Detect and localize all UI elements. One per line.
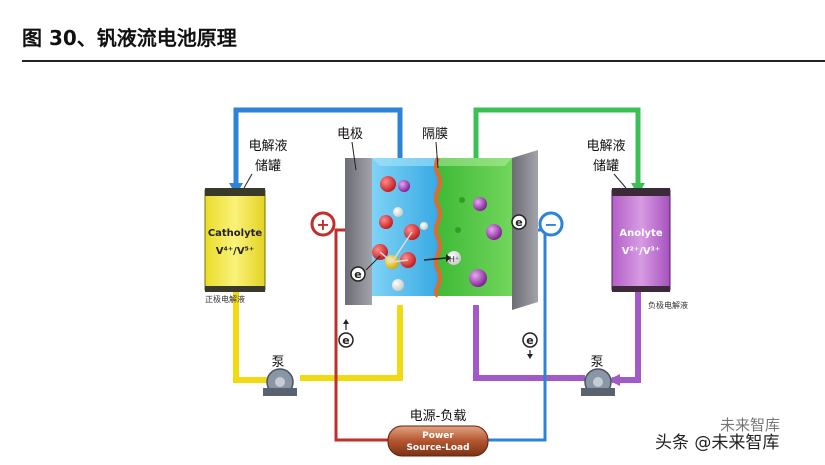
minus-sign: − [544,215,557,234]
right-tank-label-line1: 电解液 [586,139,625,154]
proton-label: H⁺ [449,255,459,264]
pump-left-icon [263,368,297,396]
power-label-line2: Source-Load [406,443,469,453]
watermark: 头条 @未来智库 [655,433,780,453]
catholyte-tank [204,188,266,292]
pump-right-icon [581,368,615,396]
positive-electrolyte-label: 正极电解液 [205,294,245,304]
electron-left-label: e [354,268,361,281]
power-source-load: Power Source-Load [387,425,489,457]
negative-terminal-icon: − [538,211,564,237]
right-tank-label-line2: 储罐 [593,159,619,174]
purple-pipe-arrow [608,374,620,386]
membrane-label: 隔膜 [422,127,448,142]
power-source-label: 电源-负载 [410,409,467,424]
electron-wire-left-label: e [342,334,349,347]
watermark-faint: 未来智库 [720,416,781,434]
positive-terminal-icon: + [310,211,336,237]
electron-right: e [511,214,527,230]
blue-return-pipe [233,107,403,185]
left-tank-label-line2: 储罐 [255,159,281,174]
page-title: 图 30、钒液流电池原理 [22,26,237,50]
electron-wire-right-label: e [526,334,533,347]
anolyte-ions-label: V²⁺/V³⁺ [622,246,660,257]
anolyte-label: Anolyte [619,228,662,239]
catholyte-ions-label: V⁴⁺/V⁵⁺ [216,246,254,257]
electrode-label: 电极 [337,127,363,142]
pump-right-label: 泵 [590,355,603,370]
anolyte-tank [611,188,671,292]
pump-left-label: 泵 [271,355,284,370]
proton-marker: H⁺ [423,251,461,265]
purple-feed-pipe [473,290,641,383]
left-tank-label-line1: 电解液 [248,139,287,154]
electron-left: e [350,255,381,282]
positive-wire [334,228,392,442]
anolyte-ions [455,197,502,287]
catholyte-label: Catholyte [208,228,263,239]
membrane-line [434,157,442,298]
title-rule [22,60,825,62]
electron-right-label: e [515,216,522,229]
yellow-feed-pipe [233,290,403,383]
catholyte-ions [372,176,428,291]
green-return-pipe [473,107,641,185]
plus-sign: + [316,215,329,234]
negative-electrolyte-label: 负极电解液 [648,300,688,310]
electron-wire-right: e [522,332,538,359]
electron-wire-left: e [338,319,354,348]
cell-stack [345,141,538,310]
power-label-line1: Power [422,431,454,441]
